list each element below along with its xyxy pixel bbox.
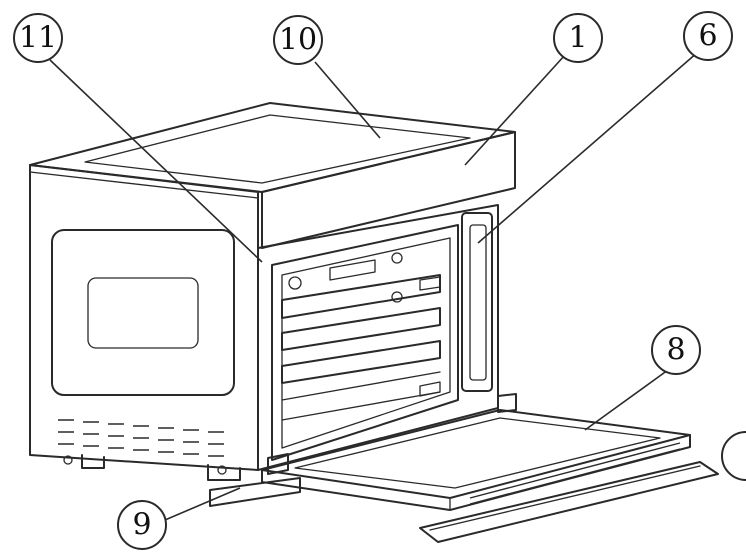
crumb-tray [209, 477, 301, 507]
door-hinge-right [497, 393, 517, 413]
top-panel [29, 102, 516, 193]
door-glass [294, 417, 661, 489]
oven-door-open [209, 393, 719, 543]
side-window-glass [87, 277, 199, 349]
callout-label-6: 6 [698, 19, 717, 54]
callout-9: 9 [117, 500, 167, 550]
callout-1: 1 [553, 13, 603, 63]
callout-label-1: 1 [568, 21, 587, 56]
side-window-frame [51, 229, 235, 396]
leader-lines [49, 51, 699, 521]
control-panel [261, 131, 516, 249]
door-hinge-left [267, 453, 289, 475]
cavity-screw-3 [391, 291, 403, 303]
callout-label-10: 10 [279, 23, 317, 58]
cavity-screw-1 [288, 276, 302, 290]
leader-11 [49, 59, 263, 263]
leader-6 [477, 51, 699, 244]
top-panel-inset [84, 114, 471, 184]
callout-8: 8 [651, 325, 701, 375]
rack-guide-lower [281, 340, 441, 384]
partial-callout-edge [721, 431, 746, 481]
callout-label-9: 9 [132, 508, 151, 543]
callout-label-8: 8 [666, 333, 685, 368]
callout-6: 6 [683, 11, 733, 61]
left-side-panel [29, 164, 259, 471]
leader-1 [464, 54, 566, 166]
oven-body [29, 102, 516, 481]
foot-left [81, 454, 105, 469]
leader-9 [164, 487, 241, 521]
callout-11: 11 [13, 13, 63, 63]
door-handle [419, 461, 719, 543]
cavity-screw-2 [391, 252, 403, 264]
leader-8 [584, 369, 669, 431]
callout-10: 10 [273, 15, 323, 65]
door-light-housing [461, 212, 493, 392]
foot-center [207, 464, 241, 481]
rack-guide-upper [281, 274, 441, 319]
side-vents [58, 419, 224, 457]
rack-guide-middle [281, 307, 441, 351]
oven-cavity [271, 224, 459, 461]
callout-label-11: 11 [19, 21, 57, 56]
leader-10 [314, 61, 381, 139]
